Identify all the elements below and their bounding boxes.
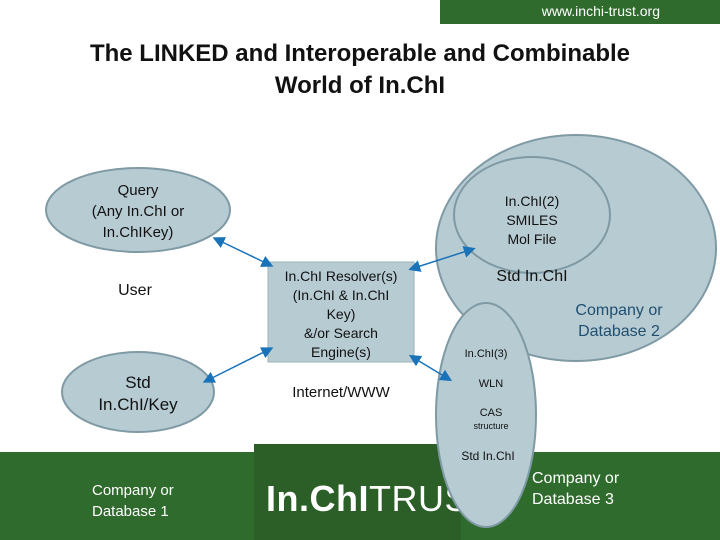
arrow-key-resolver bbox=[202, 347, 274, 383]
database-3-structure-label: structure bbox=[473, 421, 509, 431]
arrow-query-resolver bbox=[212, 237, 274, 267]
query-label: Query (Any In.ChI or In.ChIKey) bbox=[91, 182, 185, 241]
internet-label: Internet/WWW bbox=[292, 384, 390, 401]
resolver-box bbox=[267, 261, 415, 363]
inchi-trust-logo: In.ChITRUST bbox=[254, 444, 461, 540]
database-3-inchi-label: In.ChI(3) bbox=[464, 348, 508, 360]
query-bubble bbox=[45, 167, 231, 253]
database-2-formats-label: In.ChI(2) SMILES Mol File bbox=[504, 193, 560, 247]
site-url[interactable]: www.inchi-trust.org bbox=[541, 3, 660, 19]
slide-title: The LINKED and Interoperable and Combina… bbox=[89, 40, 631, 99]
user-label: User bbox=[118, 282, 152, 299]
std-key-label: Std In.ChI/Key bbox=[98, 373, 178, 414]
database-2-std-label: Std In.ChI bbox=[496, 268, 568, 285]
database-2-label: Company or Database 2 bbox=[575, 302, 663, 340]
arrow-resolver-db3 bbox=[408, 354, 453, 382]
database-3-std-label: Std In.ChI bbox=[461, 449, 515, 463]
logo-inchi-text: In.ChI bbox=[266, 478, 369, 519]
std-key-bubble bbox=[61, 351, 215, 433]
logo-trust-text: TRUST bbox=[368, 478, 461, 519]
resolver-label: In.ChI Resolver(s) (In.ChI & In.ChI Key)… bbox=[284, 268, 398, 360]
database-2-formats-bubble bbox=[453, 156, 611, 274]
database-1-label: Company or Database 1 bbox=[92, 482, 174, 520]
database-3-label: Company or Database 3 bbox=[532, 470, 620, 508]
header-bar: www.inchi-trust.org bbox=[440, 0, 720, 24]
database-3-wln-label: WLN bbox=[478, 378, 504, 390]
database-3-bubble bbox=[435, 302, 537, 528]
arrow-resolver-db2 bbox=[408, 246, 476, 272]
database-3-cas-label: CAS bbox=[479, 407, 503, 419]
